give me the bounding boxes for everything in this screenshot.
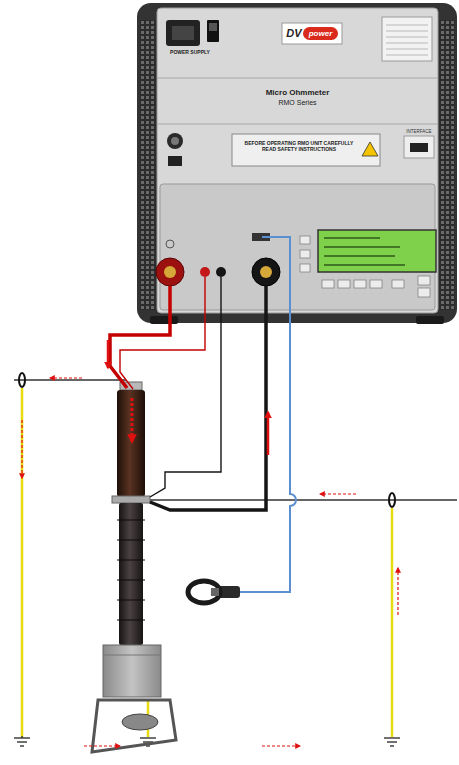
logo-plate — [282, 23, 342, 44]
flange — [112, 496, 150, 503]
current-arrow — [267, 412, 270, 455]
current-lead-black — [150, 286, 266, 510]
sense-jack-black — [216, 267, 226, 277]
device-foot — [416, 316, 444, 324]
socket-inlet — [172, 26, 194, 40]
micro-ohmmeter — [137, 3, 457, 324]
logo-pill — [303, 27, 338, 40]
interrupter-chamber — [117, 390, 145, 497]
insulator-sheds — [117, 520, 145, 620]
current-lead-red — [110, 286, 170, 388]
base-frame — [92, 700, 176, 752]
keypad — [300, 236, 430, 297]
interface-plate — [404, 136, 434, 158]
warning-triangle — [362, 142, 378, 156]
remote-connector — [167, 133, 183, 149]
current-terminal-red — [156, 258, 184, 286]
support-insulator — [119, 503, 143, 645]
ground-clamp — [19, 373, 25, 387]
rating-plate — [382, 17, 432, 61]
ground-symbol — [14, 736, 30, 746]
ground-current-arrows — [22, 378, 398, 746]
box-seam — [103, 655, 161, 656]
panel-label: BEFORE OPERATING RMO UNIT CAREFULLY READ… — [240, 141, 358, 153]
panel-label: DV — [284, 27, 304, 40]
ground-lead — [391, 508, 394, 737]
sense-lead-red — [120, 277, 205, 389]
panel-label: POWER SUPPLY — [158, 50, 222, 56]
current-terminal-black — [252, 258, 280, 286]
ground-clamp — [389, 493, 395, 507]
ground-mark — [166, 240, 174, 248]
control-panel — [160, 184, 435, 310]
front-panel — [157, 8, 438, 313]
base-motor — [122, 714, 158, 730]
hv-line — [148, 499, 457, 500]
sense-lead-black — [150, 277, 221, 497]
ground-lead — [21, 388, 24, 737]
power-switch — [207, 20, 219, 42]
lcd-lines — [324, 238, 405, 265]
device-foot — [150, 316, 178, 324]
circuit-breaker — [92, 382, 176, 752]
switch-rocker — [209, 23, 217, 31]
panel-label: Micro Ohmmeter — [157, 88, 438, 97]
vent-grill — [140, 20, 156, 310]
clamp-meter — [188, 581, 240, 603]
warning-box — [232, 134, 380, 166]
panel-divider — [157, 78, 438, 79]
vent-grill — [439, 20, 455, 310]
power-socket — [166, 20, 200, 46]
lcd-display — [318, 230, 436, 272]
clamp-lead — [238, 237, 296, 592]
current-arrow — [107, 340, 110, 368]
clamp-jaw — [188, 581, 220, 603]
remote-switch — [168, 156, 182, 166]
clamp-button — [211, 588, 219, 596]
device-case — [137, 3, 457, 323]
rating-lines — [386, 25, 428, 55]
terminal-post — [164, 266, 176, 278]
interface-port — [410, 143, 428, 152]
hv-line — [14, 379, 126, 380]
panel-label: INTERFACE — [396, 129, 442, 134]
remote-pin — [171, 137, 179, 145]
sense-jack-red — [200, 267, 210, 277]
terminal-post — [260, 266, 272, 278]
panel-divider — [157, 124, 438, 125]
ground-symbol — [384, 738, 400, 746]
panel-label: power — [303, 29, 338, 38]
mechanism-box — [103, 645, 161, 697]
panel-label: RMO Series — [157, 99, 438, 107]
